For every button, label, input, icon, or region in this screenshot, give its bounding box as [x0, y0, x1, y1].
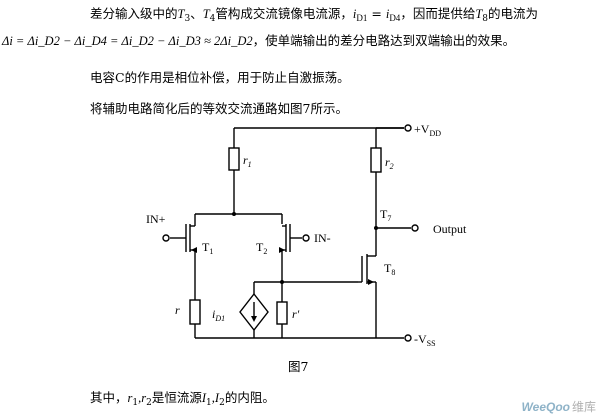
- r1-resistor: [228, 147, 240, 171]
- r1-label: r1: [243, 153, 252, 169]
- t1-arrow: [191, 247, 197, 253]
- r-resistor: [189, 299, 201, 325]
- in-minus-label: IN-: [314, 231, 331, 245]
- paragraph-line-4: 将辅助电路简化后的等效交流通路如图7所示。: [90, 101, 348, 116]
- t2-label: T2: [256, 240, 267, 256]
- r-prime-resistor: [276, 301, 288, 325]
- current-arrow: [251, 316, 257, 322]
- output-label: Output: [433, 222, 467, 236]
- r-left-label: r: [175, 303, 180, 317]
- footer-line: 其中，r1,r2是恒流源I1,I2的内阻。: [90, 390, 275, 408]
- t7-label: T7: [380, 207, 391, 223]
- figure-caption: 图7: [288, 359, 309, 374]
- equation: Δi = Δi_D2 − Δi_D4 = Δi_D2 − Δi_D3 ≈ 2Δi…: [2, 34, 253, 48]
- t2-arrow: [279, 247, 285, 253]
- paragraph-line-3: 电容C的作用是相位补偿，用于防止自激振荡。: [90, 70, 350, 85]
- r2-label: r2: [385, 155, 394, 171]
- vdd-terminal: [404, 124, 412, 132]
- vss-terminal: [404, 334, 412, 342]
- output-terminal: [411, 224, 419, 232]
- r2-resistor: [370, 147, 382, 173]
- paragraph-line-1: 差分输入级中的T3、T4管构成交流镜像电流源，iD1 = iD4，因而提供给T8…: [90, 6, 539, 24]
- id1-label: iD1: [212, 307, 225, 323]
- t8-arrow: [368, 279, 374, 285]
- t1-label: T1: [202, 240, 213, 256]
- vss-label: -VSS: [414, 332, 436, 348]
- t8-label: T8: [384, 261, 395, 277]
- in-plus-label: IN+: [146, 212, 166, 226]
- r-prime-label: r': [292, 307, 300, 321]
- vdd-label: +VDD: [414, 122, 441, 138]
- paragraph-line-2: Δi = Δi_D2 − Δi_D4 = Δi_D2 − Δi_D3 ≈ 2Δi…: [2, 33, 516, 48]
